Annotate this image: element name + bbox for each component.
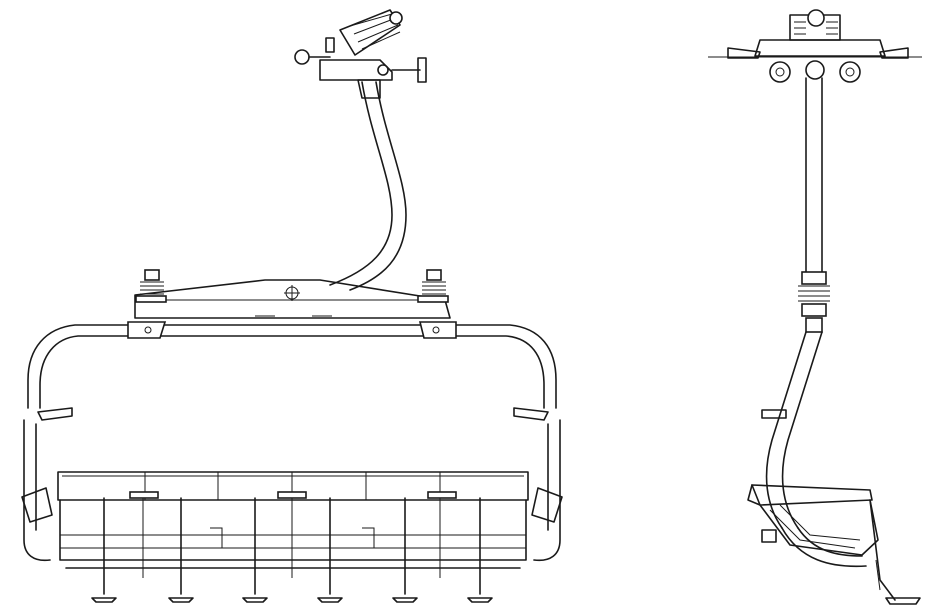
footrest-1 xyxy=(91,497,117,603)
footrest-4 xyxy=(317,497,343,603)
side-wheel-right xyxy=(839,61,861,83)
front-view xyxy=(21,9,563,603)
grip-assembly xyxy=(294,9,427,83)
side-footrest xyxy=(869,499,921,605)
seat-frame xyxy=(21,321,563,562)
hanger-arm xyxy=(329,79,407,291)
spring-right xyxy=(417,269,449,303)
side-hanger-curve xyxy=(761,331,823,529)
side-seat xyxy=(747,484,879,568)
side-view xyxy=(708,9,922,605)
seat-bench xyxy=(57,471,529,569)
footrest-5 xyxy=(392,497,418,603)
side-wheel-left xyxy=(769,61,791,83)
side-hanger-tube xyxy=(798,77,830,333)
spring-left xyxy=(135,269,167,303)
footrest-3 xyxy=(242,497,268,603)
carrier-plate xyxy=(134,279,451,319)
footrest-6 xyxy=(467,497,493,603)
side-grip-assembly xyxy=(727,9,909,59)
footrest-2 xyxy=(168,497,194,603)
